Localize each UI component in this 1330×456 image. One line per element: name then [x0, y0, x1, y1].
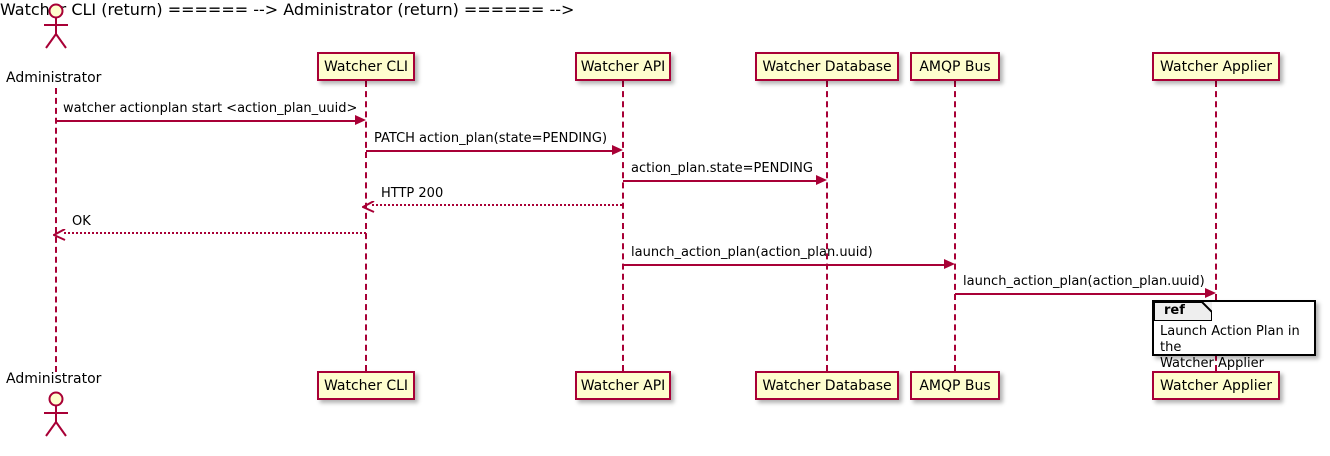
- message-arrowhead-3: [816, 175, 827, 185]
- message-arrowhead-1: [355, 115, 366, 125]
- lifeline-administrator: [55, 88, 57, 372]
- message-arrowhead-6: [944, 259, 955, 269]
- message-line-5: [64, 232, 366, 234]
- participant-watcher-database-top[interactable]: Watcher Database: [755, 52, 899, 81]
- participant-amqp-bus-top[interactable]: AMQP Bus: [910, 52, 1000, 81]
- message-label-3: action_plan.state=PENDING: [631, 161, 813, 176]
- actor-administrator-top-icon: [37, 2, 75, 50]
- message-line-3: [623, 180, 816, 182]
- actor-administrator-bottom-label: Administrator: [6, 371, 102, 387]
- participant-watcher-applier-top[interactable]: Watcher Applier: [1152, 52, 1280, 81]
- actor-administrator-top-label: Administrator: [6, 70, 102, 86]
- message-label-4: HTTP 200: [381, 186, 444, 201]
- participant-amqp-bus-bottom[interactable]: AMQP Bus: [910, 371, 1000, 400]
- message-line-1: [56, 120, 355, 122]
- ref-fragment-text: Launch Action Plan in the Watcher Applie…: [1160, 324, 1300, 371]
- lifeline-watcher-api: [622, 81, 624, 371]
- message-label-2: PATCH action_plan(state=PENDING): [374, 131, 608, 146]
- lifeline-watcher-database: [826, 81, 828, 371]
- participant-watcher-api-top[interactable]: Watcher API: [575, 52, 671, 81]
- participant-watcher-cli-bottom[interactable]: Watcher CLI: [317, 371, 415, 400]
- message-label-6: launch_action_plan(action_plan.uuid): [631, 245, 873, 260]
- participant-watcher-api-bottom[interactable]: Watcher API: [575, 371, 671, 400]
- participant-watcher-applier-bottom[interactable]: Watcher Applier: [1152, 371, 1280, 400]
- message-arrowhead-7: [1205, 288, 1216, 298]
- lifeline-watcher-applier: [1215, 81, 1217, 371]
- actor-administrator-bottom-icon: [37, 390, 75, 438]
- participant-watcher-database-bottom[interactable]: Watcher Database: [755, 371, 899, 400]
- message-arrowhead-5: [51, 226, 66, 241]
- message-line-4: [372, 204, 622, 206]
- lifeline-watcher-cli: [365, 81, 367, 371]
- ref-fragment-tab-label: ref: [1164, 303, 1185, 318]
- ref-fragment-tab: [1154, 302, 1212, 321]
- lifeline-amqp-bus: [954, 81, 956, 371]
- message-line-7: [955, 293, 1205, 295]
- message-line-2: [366, 150, 612, 152]
- participant-watcher-cli-top[interactable]: Watcher CLI: [317, 52, 415, 81]
- message-label-7: launch_action_plan(action_plan.uuid): [963, 274, 1205, 289]
- message-label-1: watcher actionplan start <action_plan_uu…: [63, 101, 358, 116]
- message-arrowhead-2: [612, 145, 623, 155]
- message-label-5: OK: [72, 214, 91, 229]
- message-arrowhead-4: [360, 198, 375, 213]
- message-line-6: [623, 264, 944, 266]
- ref-fragment[interactable]: ref Launch Action Plan in the Watcher Ap…: [1152, 300, 1316, 371]
